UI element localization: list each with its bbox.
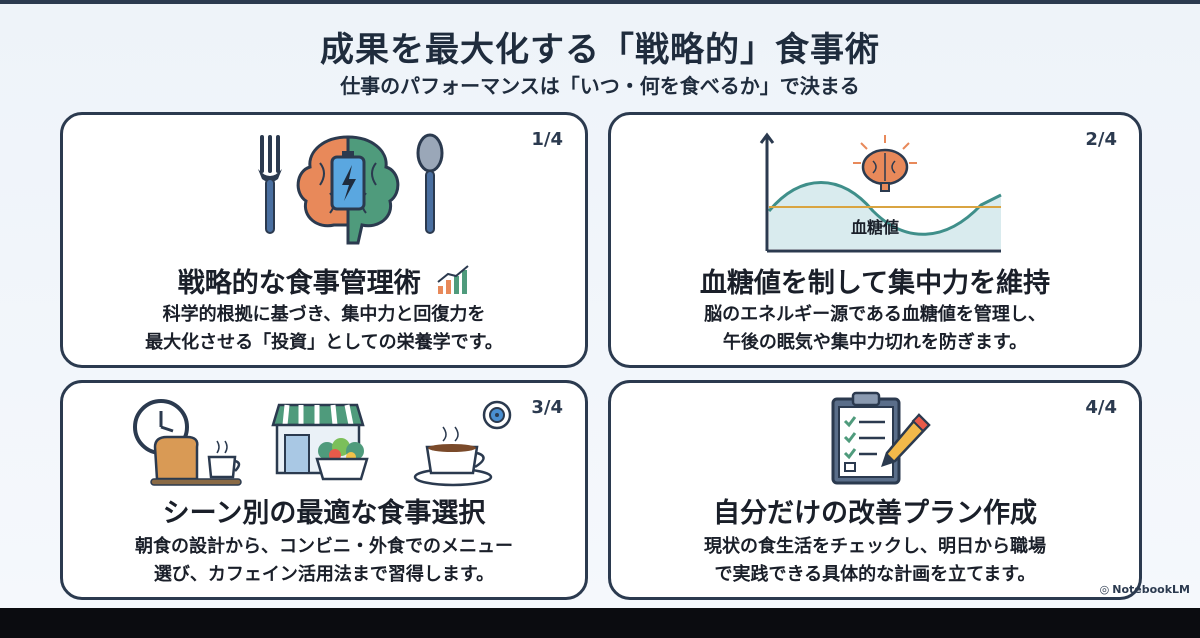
graph-label: 血糖値	[851, 218, 899, 237]
card-description: 科学的根拠に基づき、集中力と回復力を 最大化させる「投資」としての栄養学です。	[145, 304, 503, 353]
card-blood-sugar: 2/4 血糖値 血糖値を制して集中力を維持 脳のエネルギー源である血糖値を管理し…	[608, 112, 1142, 368]
meal-scenes-illustration	[133, 399, 512, 487]
card-improvement-plan: 4/4 自分だけの改善プラン作成 現状の食生活をチェックし、	[608, 380, 1142, 600]
toast-icon	[150, 435, 242, 486]
brain-battery-illustration	[258, 133, 444, 245]
card-description: 現状の食生活をチェックし、明日から職場 で実践できる具体的な計画を立てます。	[704, 536, 1046, 585]
brain-icon	[853, 135, 917, 192]
fork-icon	[258, 135, 282, 234]
spoon-icon	[416, 133, 444, 234]
coffee-cup-icon	[207, 440, 241, 479]
card-title: 戦略的な食事管理術	[63, 261, 585, 300]
card-number: 2/4	[1085, 129, 1117, 150]
notebooklm-logo-icon: ◎	[1099, 583, 1110, 596]
target-icon	[482, 400, 512, 430]
page-subtitle: 仕事のパフォーマンスは「いつ・何を食べるか」で決まる	[340, 74, 860, 98]
growth-chart-icon	[437, 265, 469, 294]
card-title: 自分だけの改善プラン作成	[713, 498, 1037, 529]
card-number: 4/4	[1085, 397, 1117, 418]
slide: 成果を最大化する「戦略的」食事術 仕事のパフォーマンスは「いつ・何を食べるか」で…	[0, 0, 1200, 608]
card-number: 1/4	[531, 129, 563, 150]
clipboard-checklist-icon	[831, 391, 901, 485]
coffee-cup-icon	[413, 426, 493, 487]
card-description: 朝食の設計から、コンビニ・外食でのメニュー 選び、カフェイン活用法まで習得します…	[135, 536, 513, 585]
card-title: 血糖値を制して集中力を維持	[699, 268, 1051, 299]
card-scene-meals: 3/4	[60, 380, 588, 600]
notebooklm-badge: ◎NotebookLM	[1099, 583, 1190, 596]
blood-sugar-graph-icon: 血糖値	[759, 132, 1002, 253]
page-title: 成果を最大化する「戦略的」食事術	[320, 30, 880, 70]
card-strategic-diet: 1/4 戦略的な食事管	[60, 112, 588, 368]
salad-bowl-icon	[315, 438, 369, 481]
card-description: 脳のエネルギー源である血糖値を管理し、 午後の眠気や集中力切れを防ぎます。	[704, 304, 1046, 353]
clipboard-plan-illustration	[831, 391, 931, 485]
pencil-icon	[881, 413, 931, 467]
brain-battery-icon	[296, 135, 400, 245]
card-number: 3/4	[531, 397, 563, 418]
card-title: シーン別の最適な食事選択	[162, 498, 486, 529]
